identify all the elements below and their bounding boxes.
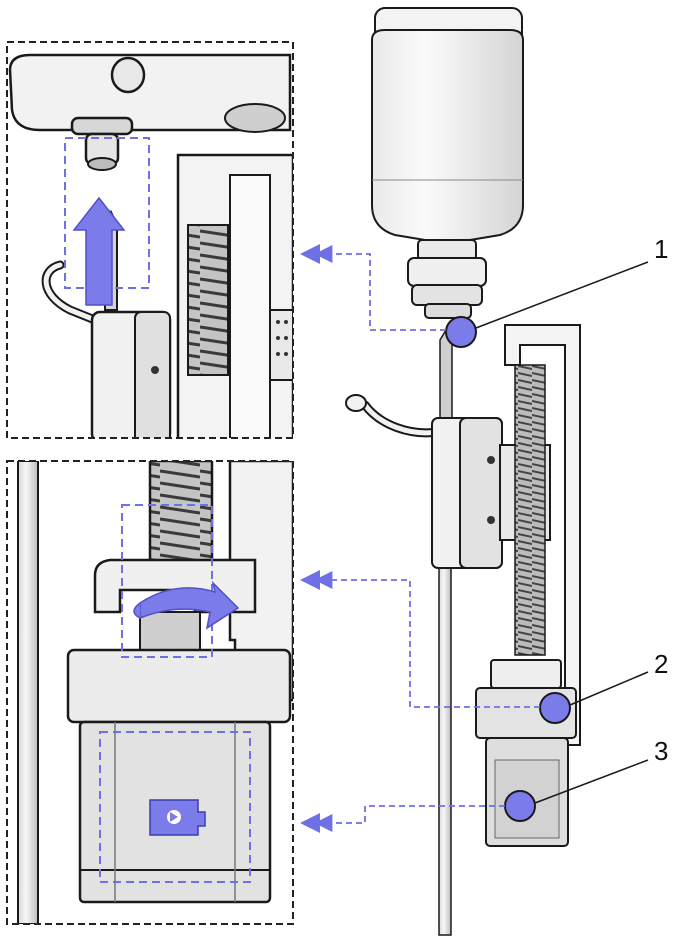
callout-marker-1	[445, 316, 477, 348]
connector-3	[314, 805, 505, 832]
needle	[439, 328, 453, 421]
probe-rod	[438, 559, 452, 936]
up-arrow-icon	[72, 196, 126, 306]
detail-panel-drive	[6, 460, 294, 925]
detail-connectors	[314, 245, 540, 832]
main-device: 1 2 3	[345, 7, 668, 936]
callout-label-3: 3	[654, 736, 668, 766]
motor-connector-icon	[149, 799, 206, 836]
connector-1	[314, 245, 446, 331]
callout-label-1: 1	[654, 234, 668, 264]
callout-marker-3	[504, 790, 536, 822]
leader-line-1	[475, 261, 649, 329]
callout-label-2: 2	[654, 649, 668, 679]
detail-panel-valve	[6, 41, 294, 439]
bottle	[371, 7, 524, 319]
leader-line-2	[569, 671, 649, 706]
connector-2	[314, 571, 540, 708]
callout-marker-2	[539, 692, 571, 724]
rotate-arrow-icon	[133, 580, 240, 630]
leader-line-3	[534, 759, 649, 804]
